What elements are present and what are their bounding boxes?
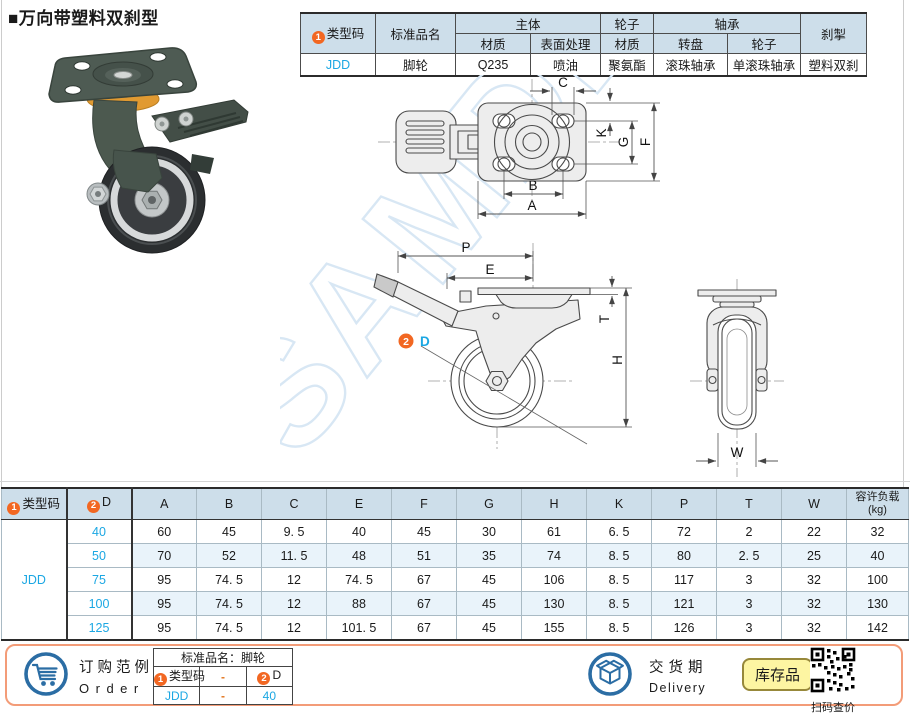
dim-label-a: A — [527, 198, 536, 213]
spec-row: JDD 脚轮 Q235 喷油 聚氨酯 滚珠轴承 单滚珠轴承 塑料双刹 — [300, 53, 868, 77]
marker-1-icon: 1 — [154, 673, 167, 687]
dim-label-h: H — [610, 355, 625, 365]
marker-2-icon: 2 — [257, 672, 271, 686]
spec-header-wheel-material: 材质 — [600, 33, 655, 54]
mounting-plate — [48, 47, 198, 103]
brake-latch — [190, 154, 214, 174]
product-photo — [48, 47, 249, 254]
spec-std-name: 脚轮 — [375, 53, 456, 77]
qr-block: 扫码查价 — [804, 647, 862, 715]
order-example-label: 订购范例 — [79, 660, 153, 676]
spec-header-std-name: 标准品名 — [375, 12, 456, 54]
page-edge-left — [1, 0, 2, 640]
spec-material: Q235 — [455, 53, 531, 77]
marker-2-icon: 2 — [86, 499, 100, 513]
spec-surface: 喷油 — [529, 53, 602, 77]
qr-code-icon — [810, 647, 856, 693]
spec-swivel-bearing: 滚珠轴承 — [653, 53, 729, 77]
dim-label-g: G — [616, 137, 631, 148]
spec-type-code: JDD — [300, 53, 376, 77]
dim-label-b: B — [528, 178, 537, 193]
order-example-label-en: Order — [79, 681, 145, 696]
spec-header-bearing-wheel: 轮子 — [727, 33, 802, 54]
dim-label-t: T — [597, 315, 612, 323]
dim-label-k: K — [594, 128, 609, 137]
spec-brake: 塑料双刹 — [800, 53, 868, 77]
marker-1-icon: 1 — [7, 501, 21, 515]
page-title: ■万向带塑料双刹型 — [8, 9, 159, 28]
dim-label-p: P — [461, 240, 470, 255]
order-type-code-value: JDD — [152, 686, 201, 706]
order-table-title: 标准品名：脚轮 — [153, 648, 293, 667]
spec-wheel-bearing: 单滚珠轴承 — [727, 53, 802, 77]
spec-header-brake: 刹掣 — [800, 12, 868, 54]
delivery-label: 交货期 — [649, 660, 708, 676]
section-divider — [0, 481, 910, 482]
dim-label-w: W — [731, 445, 744, 460]
spec-header-swivel-plate: 转盘 — [653, 33, 729, 54]
spec-header-material: 材质 — [455, 33, 531, 54]
fork-leg — [112, 149, 163, 193]
axle-bolt — [86, 182, 110, 206]
spec-header-wheel: 轮子 — [600, 12, 655, 34]
qr-caption: 扫码查价 — [811, 702, 855, 714]
dim-label-c: C — [558, 75, 568, 90]
drawing-front-view: W — [690, 279, 784, 477]
technical-drawing: SAMDER C K G F B — [280, 75, 784, 484]
stock-badge: 库存品 — [742, 658, 814, 691]
dim-label-f: F — [638, 138, 653, 146]
dim-label-d: D — [420, 334, 430, 349]
cart-icon — [24, 652, 68, 696]
spec-wheel-material: 聚氨酯 — [600, 53, 655, 77]
spec-header-surface: 表面处理 — [529, 33, 602, 54]
marker-1-icon: 1 — [311, 31, 325, 45]
marker-2-icon — [398, 333, 414, 349]
size-type-code: JDD — [1, 519, 68, 641]
drawing-side-view: P E 2 D T H — [373, 240, 632, 449]
package-icon — [588, 652, 632, 696]
order-d-value: 40 — [245, 686, 294, 706]
page-edge-right — [903, 0, 904, 640]
dim-label-e: E — [485, 262, 494, 277]
svg-text:2: 2 — [403, 336, 409, 348]
brake-pedal — [151, 99, 249, 143]
drawing-top-view: C K G F B A — [378, 75, 660, 219]
spec-header-bearing: 轴承 — [653, 12, 802, 34]
spec-header-body: 主体 — [454, 12, 602, 34]
delivery-label-en: Delivery — [649, 681, 707, 695]
